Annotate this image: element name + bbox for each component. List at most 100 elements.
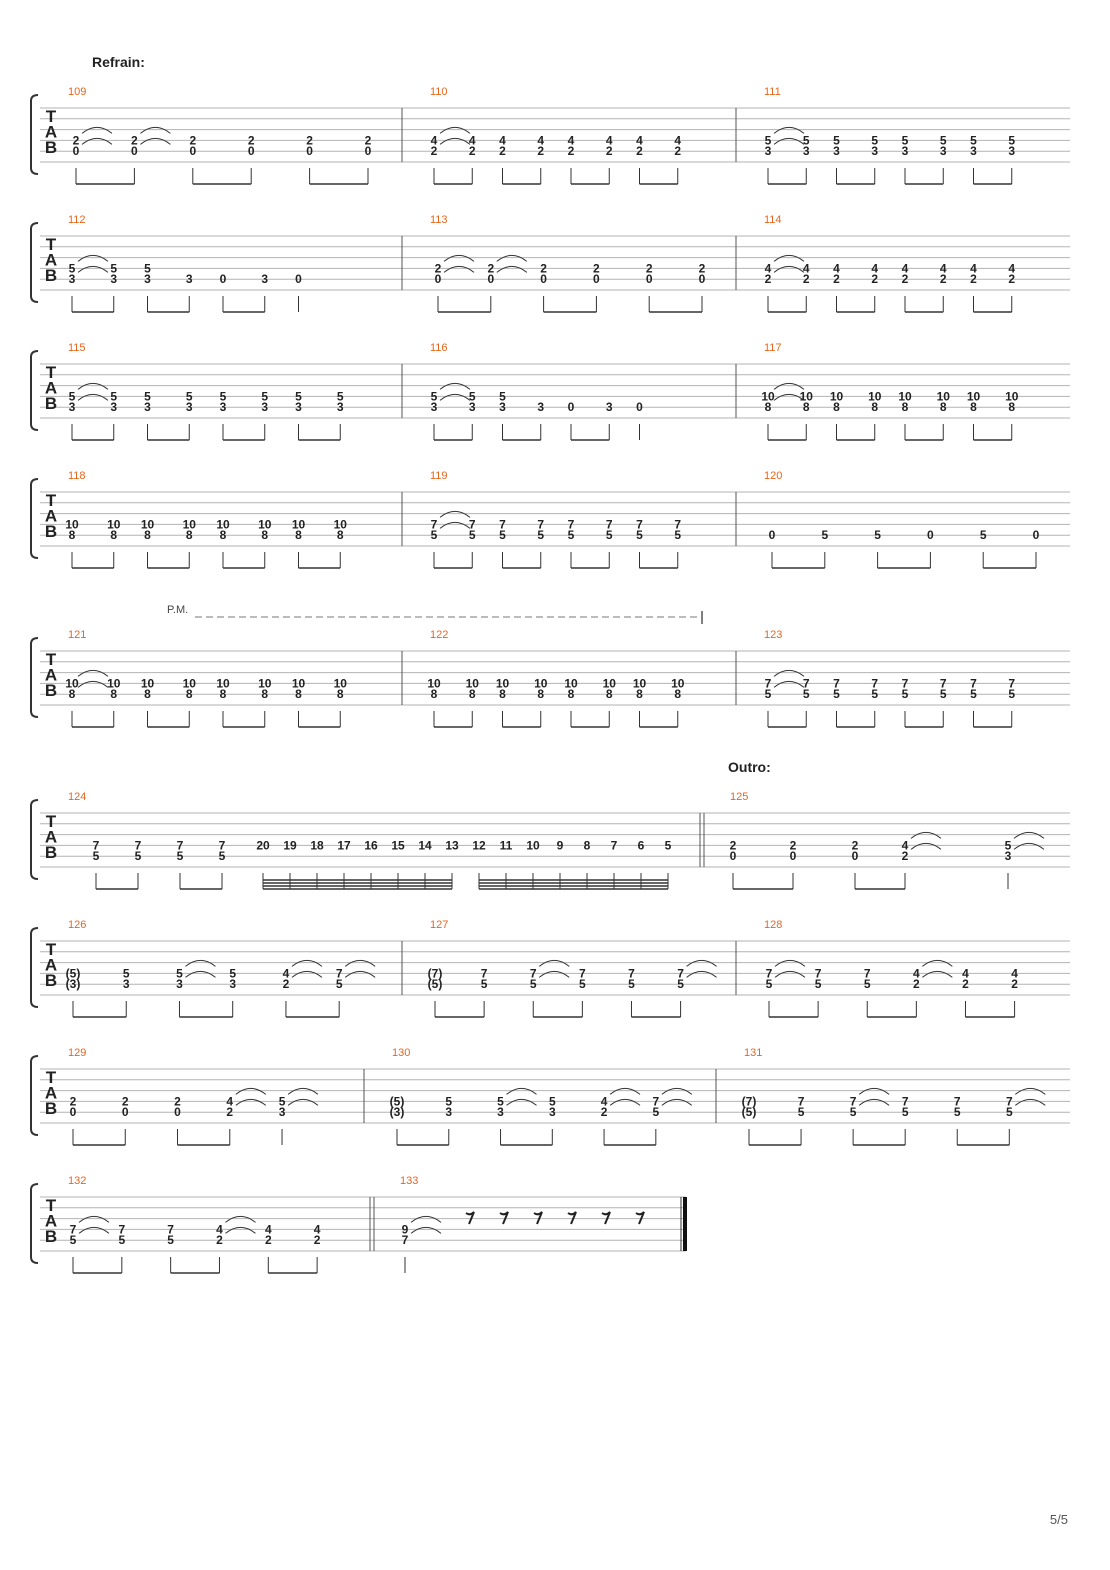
fret-number: 8 — [584, 838, 591, 852]
fret-number: 16 — [364, 838, 378, 852]
tab-clef-t: T — [46, 363, 57, 382]
bar-number: 119 — [430, 470, 448, 482]
fret-number: 0 — [487, 272, 494, 286]
system-bracket — [30, 799, 39, 880]
fret-number: 3 — [69, 272, 76, 286]
fret-number: 8 — [499, 687, 506, 701]
slur-arc — [538, 959, 570, 967]
fret-number: 7 — [1006, 1094, 1013, 1108]
fret-number: 8 — [940, 400, 947, 414]
slur-arc — [287, 1087, 319, 1095]
fret-number: 5 — [70, 1233, 77, 1247]
fret-number: 10 — [967, 389, 981, 403]
fret-number: 4 — [636, 133, 643, 147]
fret-number: 10 — [292, 676, 306, 690]
tab-clef-b: B — [45, 266, 57, 285]
tab-system: TAB126(5)(3)5353534275127(7)(5)757575757… — [30, 919, 1070, 1018]
fret-number: 0 — [73, 144, 80, 158]
fret-number: 2 — [636, 144, 643, 158]
tab-clef-t: T — [46, 1196, 57, 1215]
fret-number: 7 — [636, 517, 643, 531]
fret-number: 10 — [564, 676, 578, 690]
fret-number: 4 — [970, 261, 977, 275]
fret-number: 2 — [487, 261, 494, 275]
fret-number: 4 — [537, 133, 544, 147]
fret-number: 0 — [699, 272, 706, 286]
slur-arc — [1014, 1087, 1046, 1095]
fret-number: 5 — [93, 849, 100, 863]
fret-number: 4 — [314, 1222, 321, 1236]
fret-number: 8 — [871, 400, 878, 414]
fret-number: 10 — [258, 676, 272, 690]
fret-number: 5 — [549, 1094, 556, 1108]
fret-number: (5) — [742, 1105, 757, 1119]
fret-number: 8 — [186, 687, 193, 701]
fret-number: 4 — [226, 1094, 233, 1108]
fret-number: 8 — [144, 528, 151, 542]
fret-number: 5 — [677, 977, 684, 991]
rest-symbol — [465, 1211, 475, 1225]
fret-number: 0 — [790, 849, 797, 863]
fret-number: 5 — [279, 1094, 286, 1108]
fret-number: 5 — [579, 977, 586, 991]
tab-clef-b: B — [45, 1227, 57, 1246]
fret-number: 4 — [568, 133, 575, 147]
slur-arc — [496, 265, 528, 273]
bar-number: 115 — [68, 342, 86, 354]
fret-number: 0 — [220, 272, 227, 286]
fret-number: 10 — [671, 676, 685, 690]
fret-number: 5 — [530, 977, 537, 991]
fret-number: 2 — [226, 1105, 233, 1119]
fret-number: 5 — [469, 528, 476, 542]
fret-number: 7 — [677, 966, 684, 980]
fret-number: 8 — [970, 400, 977, 414]
tab-clef-b: B — [45, 138, 57, 157]
fret-number: 5 — [445, 1094, 452, 1108]
tab-system: TABRefrain:10920202020202011042424242424… — [30, 54, 1070, 185]
fret-number: 0 — [70, 1105, 77, 1119]
fret-number: 7 — [803, 676, 810, 690]
fret-number: 10 — [466, 676, 480, 690]
fret-number: 10 — [258, 517, 272, 531]
fret-number: 5 — [902, 133, 909, 147]
fret-number: 5 — [568, 528, 575, 542]
fret-number: 3 — [186, 400, 193, 414]
rest-symbol — [533, 1211, 543, 1225]
slur-arc — [443, 254, 475, 262]
slur-arc — [439, 137, 471, 145]
tab-clef-b: B — [45, 394, 57, 413]
fret-number: 5 — [798, 1105, 805, 1119]
fret-number: 3 — [537, 400, 544, 414]
fret-number: 0 — [131, 144, 138, 158]
fret-number: 7 — [135, 838, 142, 852]
fret-number: 2 — [913, 977, 920, 991]
fret-number: 3 — [123, 977, 130, 991]
bar-number: 118 — [68, 470, 86, 482]
fret-number: 5 — [220, 389, 227, 403]
system-bracket — [30, 927, 39, 1008]
fret-number: 5 — [110, 261, 117, 275]
fret-number: 2 — [852, 838, 859, 852]
slur-arc — [439, 393, 471, 401]
fret-number: 4 — [902, 838, 909, 852]
bar-number: 112 — [68, 214, 86, 226]
fret-number: 5 — [864, 977, 871, 991]
fret-number: 10 — [1005, 389, 1019, 403]
fret-number: 2 — [601, 1105, 608, 1119]
fret-number: 5 — [766, 977, 773, 991]
slur-arc — [77, 680, 109, 688]
fret-number: 7 — [469, 517, 476, 531]
fret-number: 10 — [868, 389, 882, 403]
fret-number: 10 — [633, 676, 647, 690]
fret-number: 0 — [646, 272, 653, 286]
rest-symbol — [567, 1211, 577, 1225]
fret-number: 7 — [177, 838, 184, 852]
fret-number: 5 — [177, 849, 184, 863]
slur-arc — [774, 959, 806, 967]
fret-number: 3 — [833, 144, 840, 158]
fret-number: 12 — [472, 838, 486, 852]
fret-number: 5 — [980, 528, 987, 542]
fret-number: 0 — [365, 144, 372, 158]
